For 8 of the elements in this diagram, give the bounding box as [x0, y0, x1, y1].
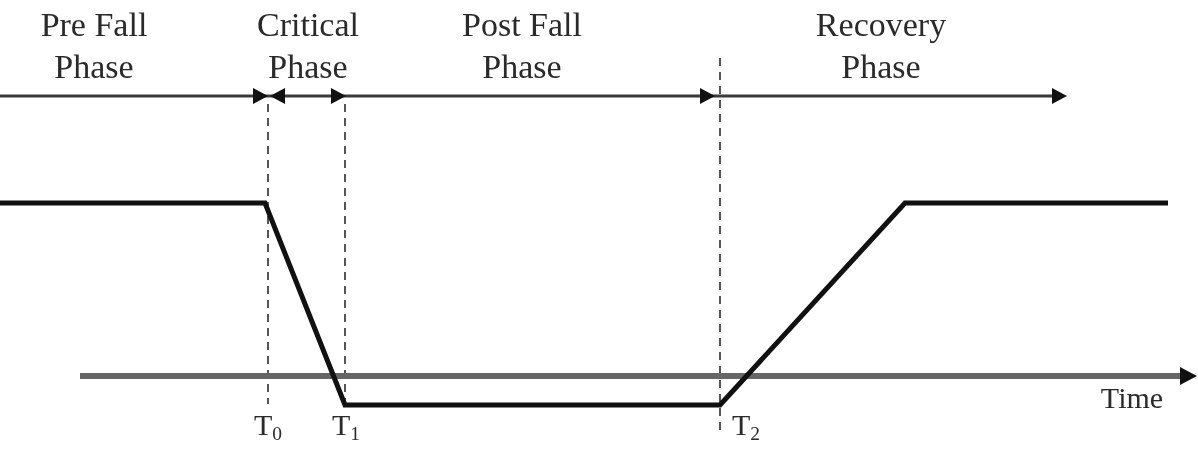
phase-label: Pre Fall Phase	[39, 5, 149, 87]
axis-label: Time	[1100, 381, 1164, 415]
phase-label: Post Fall Phase	[461, 5, 583, 87]
phase-label: Recovery Phase	[814, 5, 948, 87]
time-marker-label: T$_{2}$	[731, 408, 761, 442]
time-marker-label: T$_{0}$	[253, 408, 283, 442]
phase-label: Critical Phase	[256, 5, 360, 87]
time-marker-label: T$_{1}$	[331, 408, 361, 442]
